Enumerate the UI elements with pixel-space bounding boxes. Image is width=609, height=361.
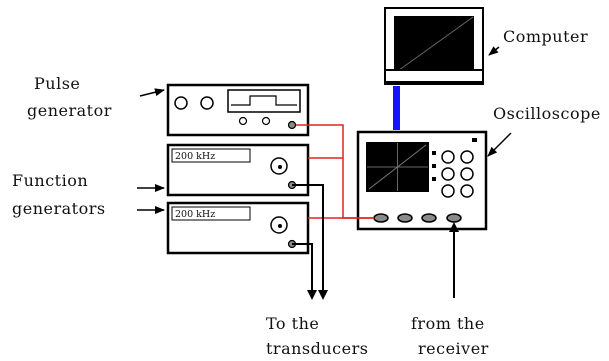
receiver-arrowhead <box>449 222 459 232</box>
oscilloscope-input-connector <box>421 213 437 223</box>
oscilloscope-input-connector <box>446 213 462 223</box>
signal-cables <box>296 124 374 219</box>
computer-screen-glare <box>394 16 474 74</box>
function-generators-label-line2: generators <box>12 199 106 218</box>
function-generator-1-dial-center <box>278 165 282 169</box>
pulse-generator-display <box>227 89 301 113</box>
oscilloscope-knob <box>460 150 474 164</box>
oscilloscope-button <box>432 151 436 155</box>
function-generator-2: 200 kHz <box>166 201 310 255</box>
transducer-arrowhead-1 <box>318 290 328 300</box>
function-generator-2-display <box>171 206 251 221</box>
oscilloscope-knob <box>441 167 455 181</box>
pulse-generator-pointer-arrow <box>139 88 165 97</box>
pulse-generator-output-connector <box>287 120 297 130</box>
receiver-label-line2: receiver <box>418 339 489 358</box>
oscilloscope-knob <box>441 150 455 164</box>
oscilloscope-knob <box>460 184 474 198</box>
computer-oscilloscope-link <box>393 86 400 130</box>
oscilloscope-button <box>432 164 436 168</box>
pulse-generator-label-line2: generator <box>27 101 112 120</box>
pulse-generator-small-knob <box>261 116 271 126</box>
oscilloscope-knob <box>460 167 474 181</box>
pulse-generator-knob <box>200 96 214 110</box>
oscilloscope-trace <box>368 144 427 190</box>
function-generator-1: 200 kHz <box>166 143 310 197</box>
oscilloscope-indicator <box>472 138 477 142</box>
computer-label: Computer <box>503 27 588 46</box>
oscilloscope-label: Oscilloscope <box>493 104 601 123</box>
pulse-generator-label-line1: Pulse <box>34 74 80 93</box>
oscilloscope-knob <box>441 184 455 198</box>
transducer-cable-1 <box>292 184 324 294</box>
receiver-label-line1: from the <box>411 314 485 333</box>
computer-base <box>384 69 484 83</box>
oscilloscope-pointer-arrow <box>487 132 512 157</box>
function-generators-label-line1: Function <box>12 171 88 190</box>
function-generator-2-dial-center <box>278 224 282 228</box>
transducer-cable-2 <box>292 243 313 294</box>
function-generator-2-frequency: 200 kHz <box>175 209 215 220</box>
oscilloscope-input-connector <box>373 213 389 223</box>
transducer-arrowhead-2 <box>307 290 317 300</box>
oscilloscope-input-connector <box>397 213 413 223</box>
pulse-generator <box>166 83 310 137</box>
function-generator-1-frequency: 200 kHz <box>175 151 215 162</box>
oscilloscope-button <box>432 177 436 181</box>
pulse-generator-knob <box>174 96 188 110</box>
transducers-label-line1: To the <box>266 314 319 333</box>
transducers-label-line2: transducers <box>266 339 368 358</box>
oscilloscope <box>356 130 488 231</box>
computer-pointer-arrow <box>488 46 500 56</box>
pulse-waveform-icon <box>231 95 297 106</box>
function-generator-1-display <box>171 148 251 163</box>
computer <box>384 7 484 85</box>
pulse-generator-small-knob <box>238 116 248 126</box>
transducer-cables <box>292 184 324 294</box>
